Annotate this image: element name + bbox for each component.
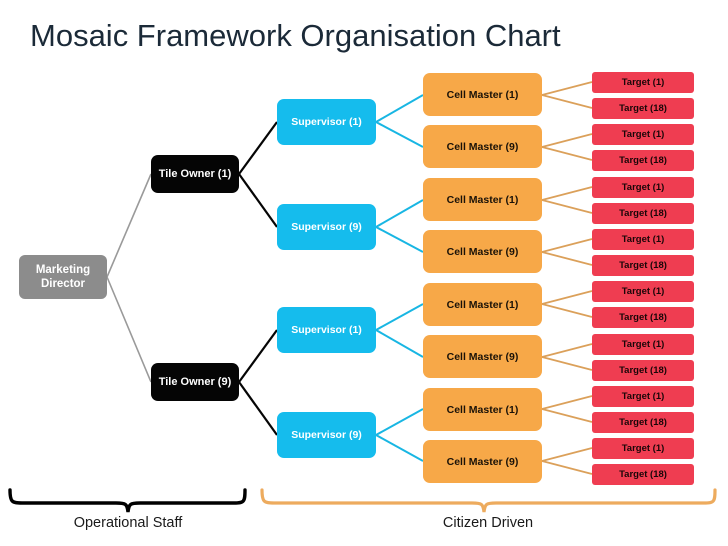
- node-cell-master-3[interactable]: Cell Master (1): [423, 178, 542, 221]
- node-label: Supervisor (9): [291, 221, 362, 233]
- node-target-10[interactable]: Target (18): [592, 307, 694, 328]
- node-label: Target (1): [621, 182, 665, 193]
- node-cell-master-6[interactable]: Cell Master (9): [423, 335, 542, 378]
- node-target-9[interactable]: Target (1): [592, 281, 694, 302]
- node-target-3[interactable]: Target (1): [592, 124, 694, 145]
- node-label: Supervisor (1): [291, 324, 362, 336]
- node-label: Cell Master (1): [446, 403, 519, 416]
- node-supervisor-9-b[interactable]: Supervisor (9): [277, 412, 376, 458]
- node-label: Target (18): [619, 469, 667, 480]
- node-label: Target (1): [621, 443, 665, 454]
- node-label: Target (1): [621, 391, 665, 402]
- node-supervisor-9-a[interactable]: Supervisor (9): [277, 204, 376, 250]
- node-target-6[interactable]: Target (18): [592, 203, 694, 224]
- node-cell-master-2[interactable]: Cell Master (9): [423, 125, 542, 168]
- node-label: Target (1): [621, 286, 665, 297]
- node-cell-master-7[interactable]: Cell Master (1): [423, 388, 542, 431]
- page-title: Mosaic Framework Organisation Chart: [30, 18, 561, 53]
- brace-label-operational-staff: Operational Staff: [73, 515, 183, 531]
- node-label: Cell Master (9): [446, 350, 519, 363]
- node-label: Target (1): [621, 234, 665, 245]
- brace-operational-staff: [8, 488, 247, 513]
- node-label: Target (18): [619, 312, 667, 323]
- node-target-2[interactable]: Target (18): [592, 98, 694, 119]
- node-target-14[interactable]: Target (18): [592, 412, 694, 433]
- node-label: Target (18): [619, 208, 667, 219]
- node-label: Supervisor (1): [291, 116, 362, 128]
- node-label: Cell Master (9): [446, 245, 519, 258]
- links-owners-to-supervisors: [238, 121, 278, 436]
- node-target-8[interactable]: Target (18): [592, 255, 694, 276]
- node-cell-master-1[interactable]: Cell Master (1): [423, 73, 542, 116]
- brace-citizen-driven: [260, 488, 717, 513]
- links-cellmasters-to-targets: [541, 81, 593, 475]
- node-cell-master-4[interactable]: Cell Master (9): [423, 230, 542, 273]
- node-label: Target (1): [621, 339, 665, 350]
- node-target-15[interactable]: Target (1): [592, 438, 694, 459]
- node-label: Target (18): [619, 365, 667, 376]
- node-cell-master-8[interactable]: Cell Master (9): [423, 440, 542, 483]
- node-label: Tile Owner (9): [158, 376, 232, 388]
- node-target-4[interactable]: Target (18): [592, 150, 694, 171]
- node-target-7[interactable]: Target (1): [592, 229, 694, 250]
- node-target-16[interactable]: Target (18): [592, 464, 694, 485]
- node-label: Supervisor (9): [291, 429, 362, 441]
- node-label: Target (18): [619, 103, 667, 114]
- node-label: Cell Master (9): [446, 140, 519, 153]
- node-marketing-director[interactable]: Marketing Director: [19, 255, 107, 299]
- node-target-1[interactable]: Target (1): [592, 72, 694, 93]
- node-label: Cell Master (1): [446, 193, 519, 206]
- node-target-5[interactable]: Target (1): [592, 177, 694, 198]
- node-label: Target (18): [619, 417, 667, 428]
- node-label: Target (18): [619, 155, 667, 166]
- node-tile-owner-9[interactable]: Tile Owner (9): [151, 363, 239, 401]
- node-label: Target (18): [619, 260, 667, 271]
- node-tile-owner-1[interactable]: Tile Owner (1): [151, 155, 239, 193]
- node-label: Cell Master (1): [446, 88, 519, 101]
- node-label: Marketing Director: [35, 264, 91, 290]
- node-label: Tile Owner (1): [158, 168, 232, 180]
- node-supervisor-1-b[interactable]: Supervisor (1): [277, 307, 376, 353]
- links-director-to-owners: [106, 173, 152, 383]
- node-label: Cell Master (1): [446, 298, 519, 311]
- node-target-12[interactable]: Target (18): [592, 360, 694, 381]
- brace-label-citizen-driven: Citizen Driven: [442, 515, 534, 531]
- node-supervisor-1-a[interactable]: Supervisor (1): [277, 99, 376, 145]
- node-target-13[interactable]: Target (1): [592, 386, 694, 407]
- node-label: Target (1): [621, 129, 665, 140]
- links-supervisors-to-cellmasters: [375, 94, 424, 462]
- node-label: Target (1): [621, 77, 665, 88]
- node-cell-master-5[interactable]: Cell Master (1): [423, 283, 542, 326]
- node-target-11[interactable]: Target (1): [592, 334, 694, 355]
- node-label: Cell Master (9): [446, 455, 519, 468]
